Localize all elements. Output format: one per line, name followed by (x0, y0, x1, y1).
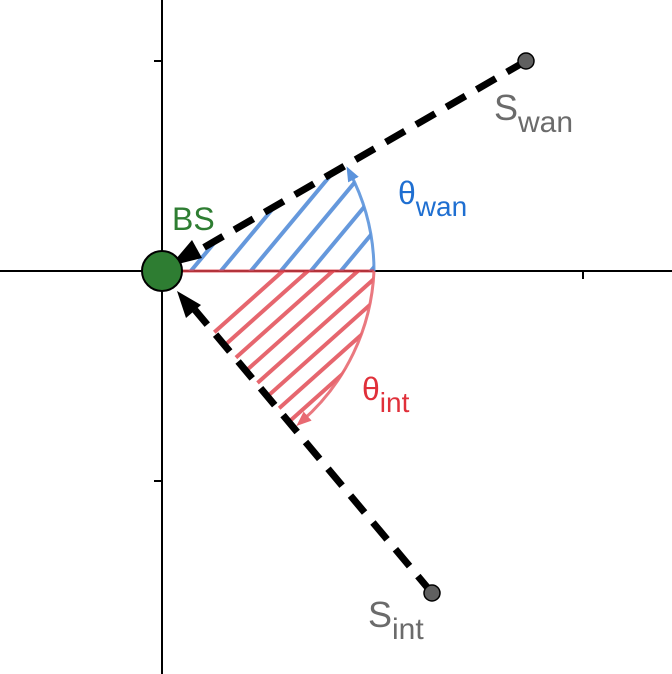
wanted-angle-label-sub: wan (415, 191, 467, 222)
interferer-source-label: Sint (368, 594, 424, 646)
wanted-angle-label: θwan (398, 175, 467, 222)
wanted-source-label-main: S (494, 87, 518, 128)
wanted-source-label-sub: wan (517, 106, 573, 139)
wanted-source-label: Swan (494, 87, 573, 139)
wanted-source-point (517, 52, 535, 70)
interferer-angle-label-sub: int (380, 387, 410, 418)
wanted-signal-line (194, 57, 528, 256)
interferer-angle-label: θint (362, 371, 410, 418)
wanted-angle-label-main: θ (398, 175, 416, 211)
interferer-signal-line (192, 307, 435, 596)
interferer-source-point (423, 584, 441, 602)
base-station-label: BS (172, 201, 215, 237)
interferer-source-label-main: S (368, 594, 392, 635)
wanted-angle-arc (346, 166, 376, 272)
interferer-arrowhead (177, 291, 201, 318)
interferer-angle-region (162, 269, 376, 428)
interferer-source-label-sub: int (392, 613, 424, 646)
interferer-angle-label-main: θ (362, 371, 380, 407)
interferer-angle-arc (296, 270, 376, 426)
base-station-node (141, 250, 183, 292)
